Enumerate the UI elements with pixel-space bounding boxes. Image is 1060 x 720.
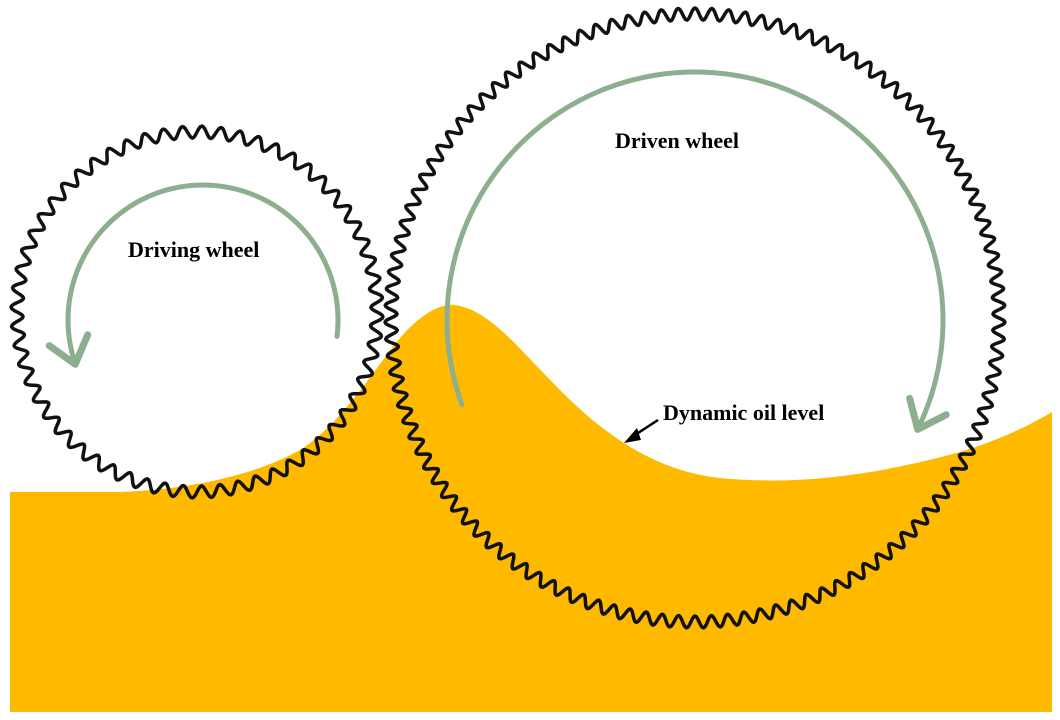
driven-rotation-arrow	[444, 69, 950, 433]
oil-level-label: Dynamic oil level	[663, 400, 824, 425]
driving-gear	[9, 124, 385, 500]
driving-rotation-arrow	[45, 182, 341, 368]
oil-level-pointer	[624, 418, 659, 443]
driven-gear	[383, 6, 1007, 630]
driven-wheel-label: Driven wheel	[615, 128, 739, 153]
oil-body	[10, 304, 1052, 712]
driving-wheel-label: Driving wheel	[128, 237, 259, 262]
